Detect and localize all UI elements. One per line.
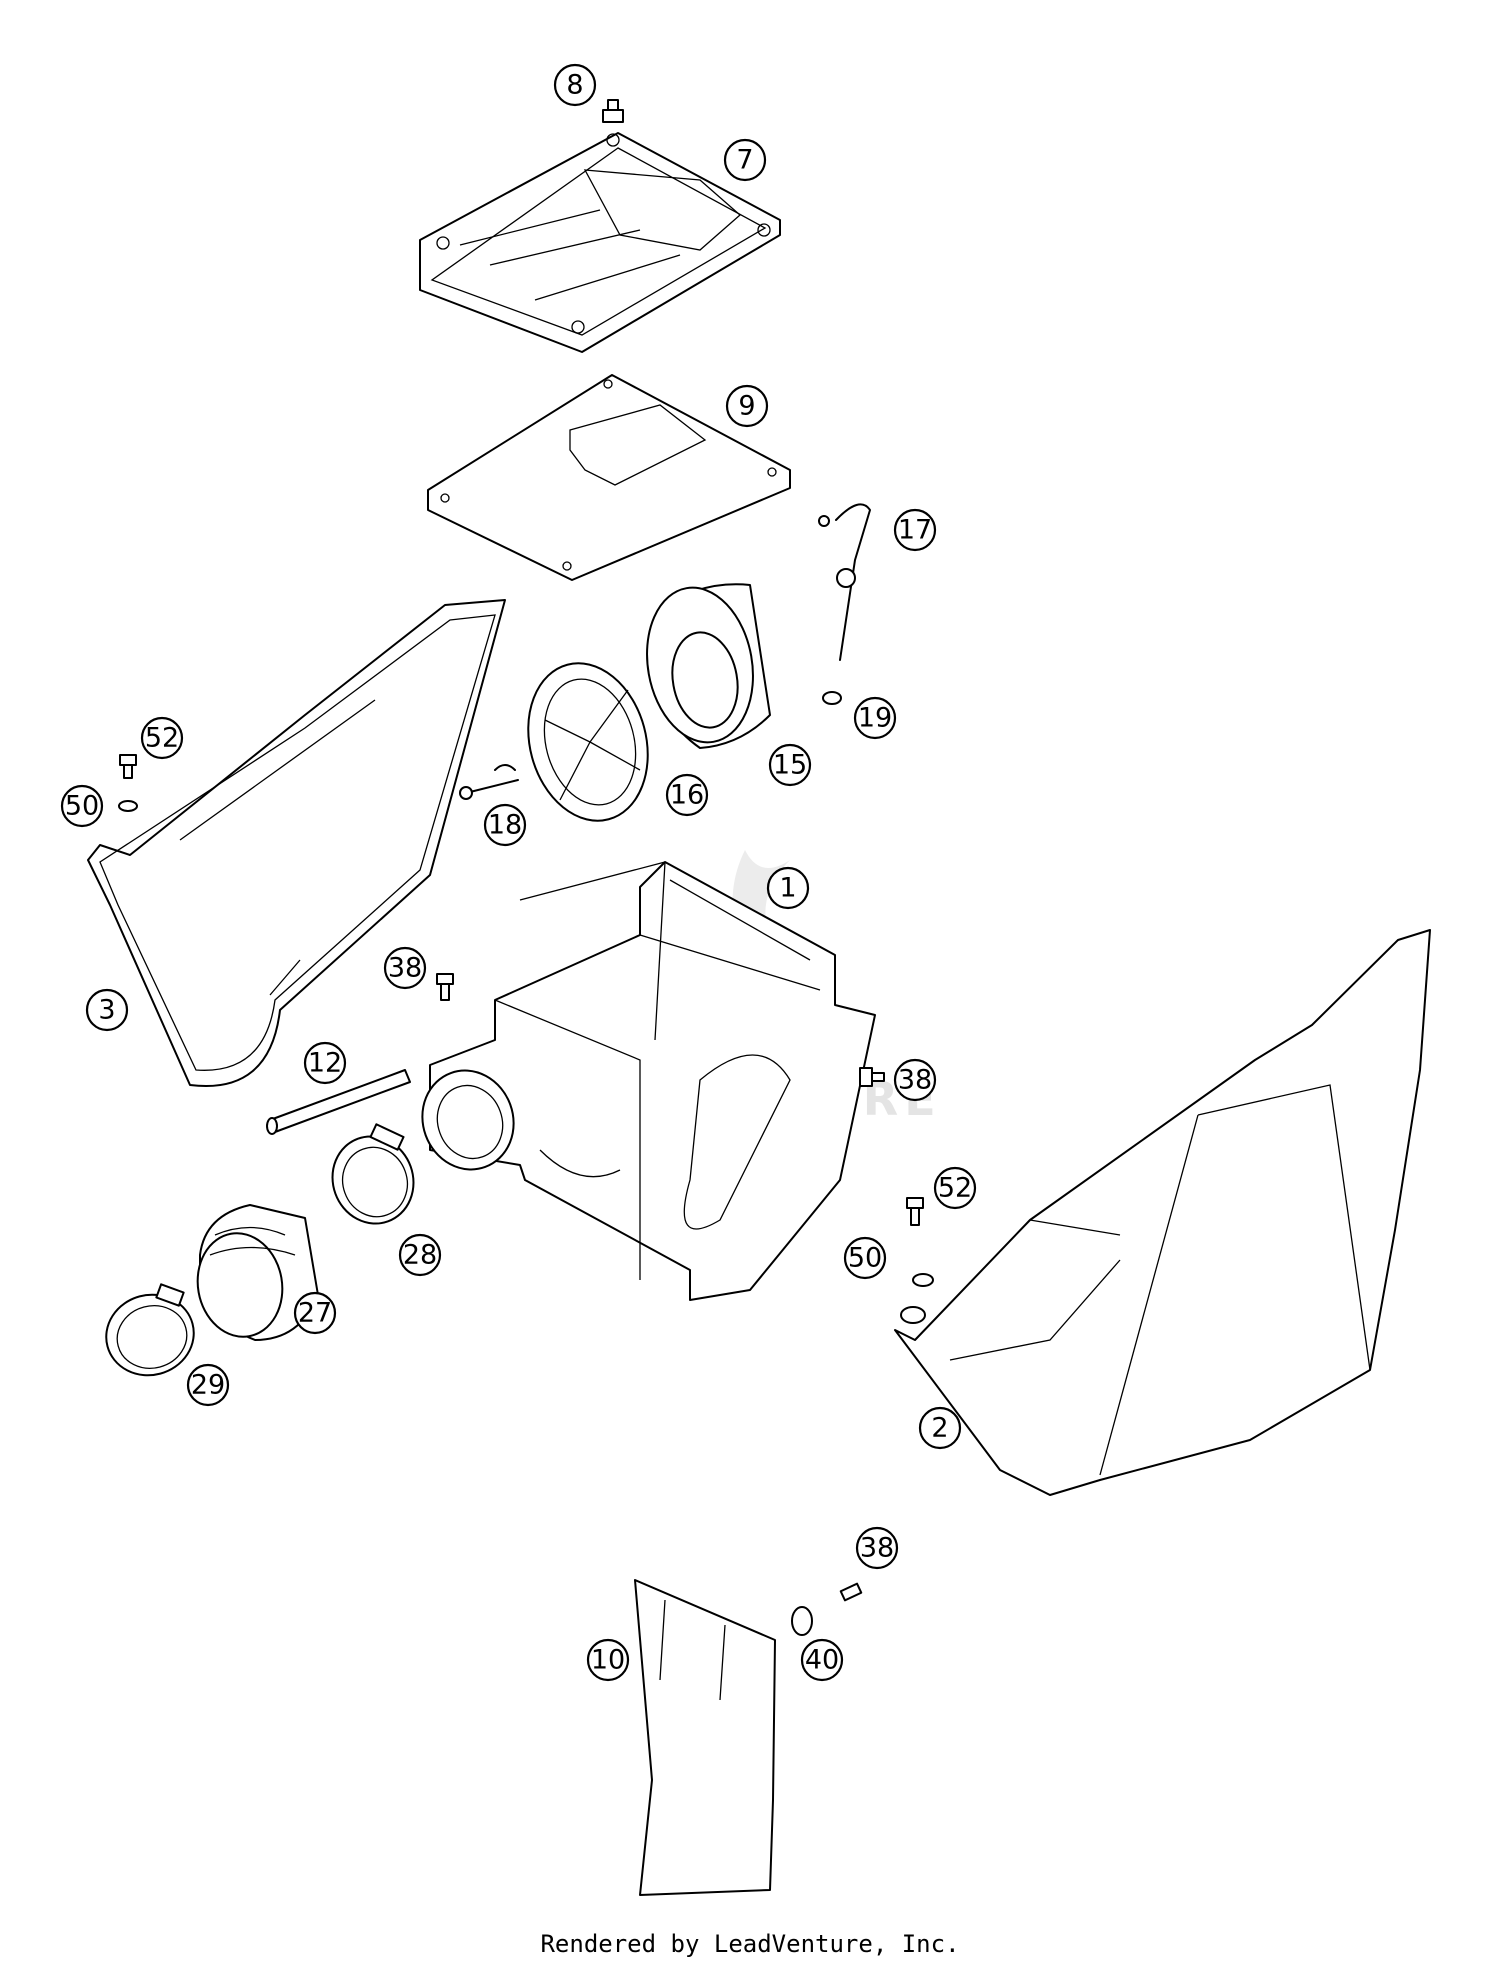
render-credit: Rendered by LeadVenture, Inc. <box>540 1930 960 1958</box>
callout-label: 10 <box>591 1645 625 1676</box>
callout-label: 29 <box>191 1370 225 1401</box>
callout-label: 3 <box>98 995 115 1026</box>
callout-52-left[interactable]: 52 <box>140 716 184 760</box>
callout-label: 38 <box>860 1533 894 1564</box>
mud-flap-part-10 <box>634 1579 776 1896</box>
callout-29[interactable]: 29 <box>186 1363 230 1407</box>
callout-label: 38 <box>898 1065 932 1096</box>
callout-label: 40 <box>805 1645 839 1676</box>
callout-label: 9 <box>738 391 755 422</box>
side-frame-part-3 <box>87 599 506 1087</box>
callout-label: 38 <box>388 953 422 984</box>
callout-7[interactable]: 7 <box>723 138 767 182</box>
callout-19[interactable]: 19 <box>853 696 897 740</box>
callout-label: 1 <box>779 873 796 904</box>
callout-label: 19 <box>858 703 892 734</box>
callout-label: 17 <box>898 515 932 546</box>
screw-part-38-right <box>859 1067 885 1087</box>
air-filter-part-15 <box>646 583 771 749</box>
callout-40[interactable]: 40 <box>800 1638 844 1682</box>
callout-label: 52 <box>938 1173 972 1204</box>
wire-clip-part-17 <box>818 503 871 661</box>
pin-part-18 <box>459 764 519 800</box>
clamp-part-29 <box>105 1283 195 1377</box>
screw-part-38-lower <box>839 1582 863 1602</box>
washer-part-50-left <box>118 800 138 812</box>
screw-part-52-right <box>906 1197 924 1226</box>
callout-9[interactable]: 9 <box>725 384 769 428</box>
callout-label: 18 <box>488 810 522 841</box>
callout-label: 27 <box>298 1298 332 1329</box>
callout-10[interactable]: 10 <box>586 1638 630 1682</box>
callout-38-right[interactable]: 38 <box>893 1058 937 1102</box>
callout-12[interactable]: 12 <box>303 1041 347 1085</box>
callout-label: 28 <box>403 1240 437 1271</box>
filter-cage-part-16 <box>527 662 649 822</box>
callout-8[interactable]: 8 <box>553 63 597 107</box>
screw-part-8 <box>602 99 624 123</box>
intake-boot-part-27 <box>196 1204 319 1341</box>
callout-50-left[interactable]: 50 <box>60 784 104 828</box>
callout-52-right[interactable]: 52 <box>933 1166 977 1210</box>
callout-label: 50 <box>848 1243 882 1274</box>
callout-label: 2 <box>931 1413 948 1444</box>
callout-label: 7 <box>736 145 753 176</box>
callout-27[interactable]: 27 <box>293 1291 337 1335</box>
callout-16[interactable]: 16 <box>665 773 709 817</box>
callout-38-upper[interactable]: 38 <box>383 946 427 990</box>
washer-part-40 <box>791 1606 813 1636</box>
gasket-part-9 <box>427 374 791 581</box>
callout-38-lower[interactable]: 38 <box>855 1526 899 1570</box>
callout-17[interactable]: 17 <box>893 508 937 552</box>
callout-1[interactable]: 1 <box>766 866 810 910</box>
washer-part-50-right <box>912 1273 934 1287</box>
callout-label: 16 <box>670 780 704 811</box>
side-cover-part-2 <box>894 929 1431 1496</box>
washer-part-19 <box>822 691 842 705</box>
hose-part-12 <box>266 1069 411 1135</box>
airbox-body-part-1 <box>421 861 876 1301</box>
callout-3[interactable]: 3 <box>85 988 129 1032</box>
callout-50-right[interactable]: 50 <box>843 1236 887 1280</box>
callout-label: 50 <box>65 791 99 822</box>
callout-label: 12 <box>308 1048 342 1079</box>
screw-part-38-upper <box>436 973 454 1001</box>
screw-part-52-left <box>119 754 137 779</box>
callout-label: 15 <box>773 750 807 781</box>
callout-18[interactable]: 18 <box>483 803 527 847</box>
callout-label: 52 <box>145 723 179 754</box>
airbox-lid-part-7 <box>419 132 781 353</box>
clamp-part-28 <box>331 1123 415 1225</box>
callout-15[interactable]: 15 <box>768 743 812 787</box>
callout-28[interactable]: 28 <box>398 1233 442 1277</box>
callout-label: 8 <box>566 70 583 101</box>
callout-2[interactable]: 2 <box>918 1406 962 1450</box>
